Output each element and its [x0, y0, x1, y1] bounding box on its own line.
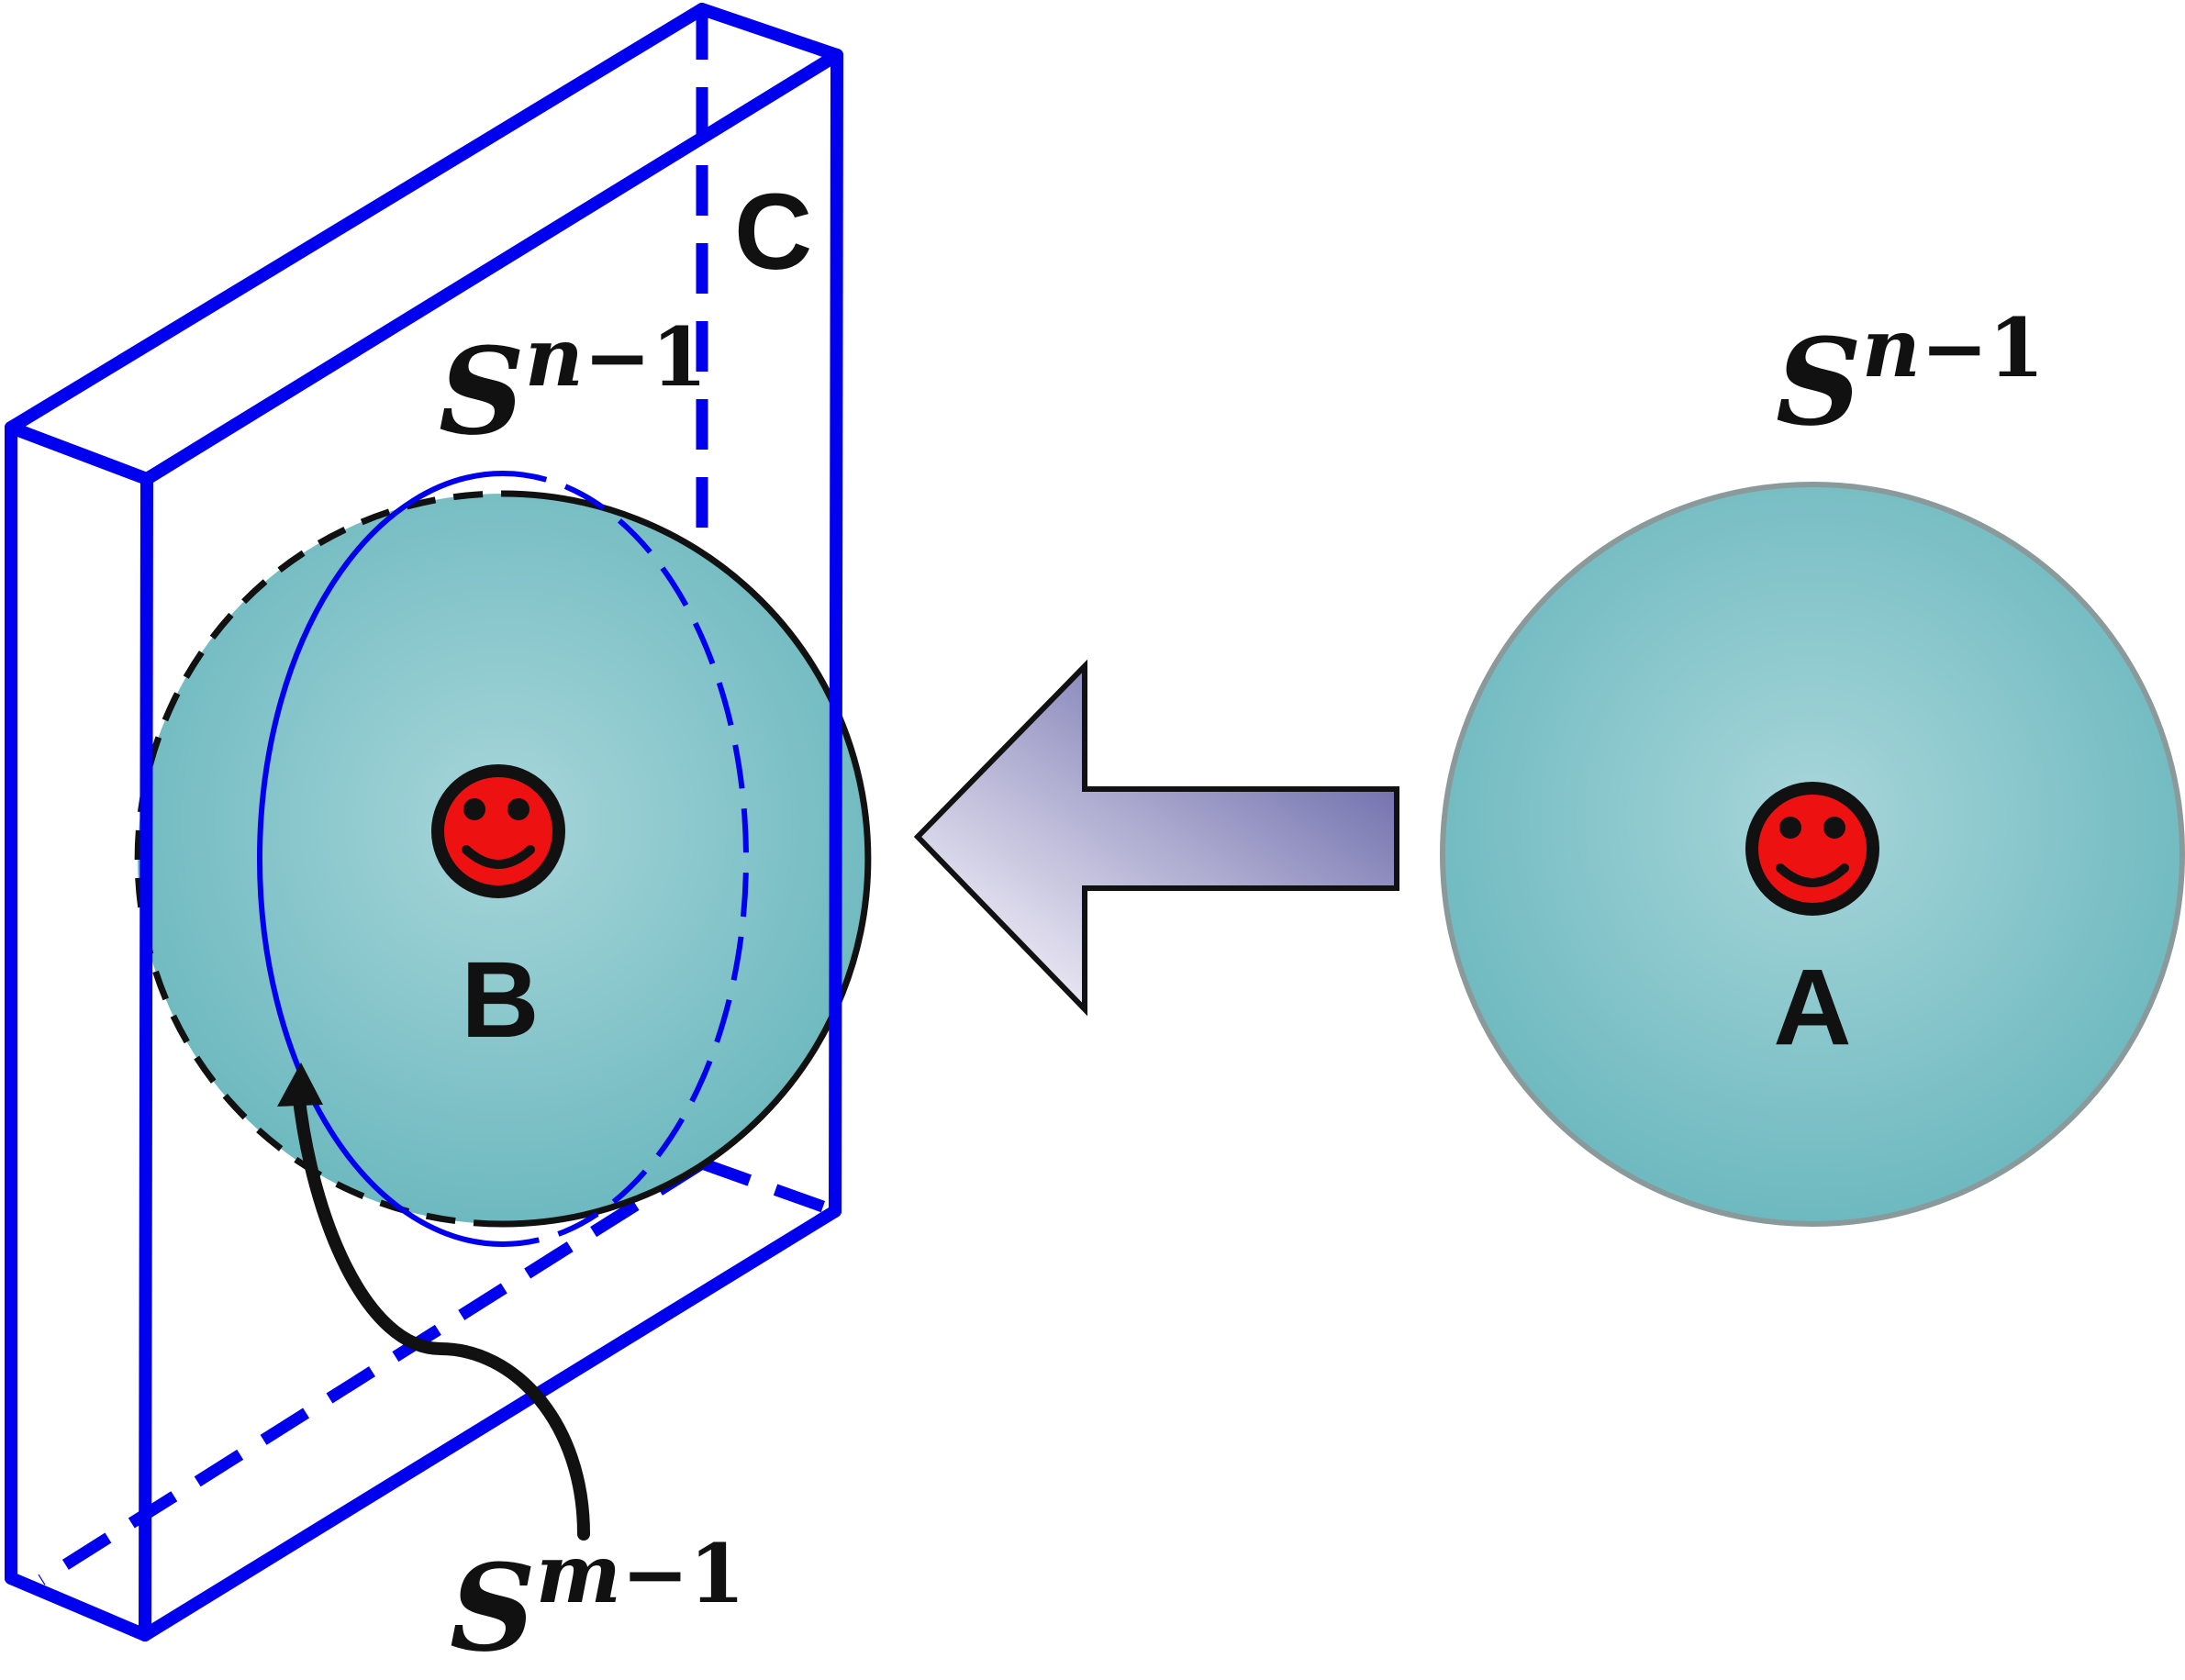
box-c-visible-edges — [5, 3, 843, 1641]
sphere-left-label-base: S — [439, 321, 525, 462]
smiley-eye-right — [1823, 817, 1845, 839]
equator-back — [502, 471, 749, 1247]
box-left-front-vertical — [139, 473, 153, 1641]
sub-sphere-pointer-arrowhead — [277, 1063, 323, 1107]
sub-sphere-pointer — [277, 1063, 590, 1541]
smiley-eye-left — [463, 798, 485, 820]
smiley-mouth — [462, 845, 535, 869]
smiley-eye-left — [1779, 817, 1801, 839]
smiley-face-icon — [1745, 782, 1879, 916]
box-bottom-left-edge — [5, 1572, 151, 1641]
box-top-right-edge — [696, 3, 843, 61]
sphere-left-label-exp-rest: −1 — [584, 309, 708, 405]
sub-sphere-label-base: S — [450, 1538, 536, 1678]
sub-sphere-label-exp-var: m — [536, 1526, 621, 1621]
box-top-left-edge — [5, 421, 153, 485]
sub-sphere-pointer-curve — [292, 1085, 590, 1541]
box-top-back-edge — [5, 3, 708, 434]
box-right-front-vertical — [829, 49, 843, 1218]
left-arrow-icon — [913, 659, 1399, 1017]
box-top-front-edge — [140, 49, 843, 485]
smiley-face-icon — [431, 764, 565, 898]
sphere-right-label-base: S — [1776, 312, 1862, 452]
region-c-label: C — [734, 172, 812, 293]
sphere-left-label: Sn−1 — [439, 309, 708, 462]
sphere-b-outline-front — [502, 490, 872, 1228]
smiley-mouth — [1776, 863, 1849, 887]
box-hidden-bottom-right-edge — [699, 1157, 833, 1216]
sphere-b-outline-back — [134, 490, 504, 1228]
smiley-face-icon — [431, 764, 565, 898]
sub-sphere-label-exp-rest: −1 — [621, 1526, 745, 1621]
region-b-label: B — [461, 940, 539, 1061]
region-a-label: A — [1773, 947, 1851, 1068]
box-bottom-front-edge — [139, 1205, 842, 1641]
sphere-right-label-exp-rest: −1 — [1921, 300, 2045, 395]
equator-front — [257, 471, 504, 1247]
smiley-face-icon — [1745, 782, 1879, 916]
smiley-eye-right — [507, 798, 530, 820]
sphere-right-label-exp-var: n — [1862, 300, 1921, 395]
sub-sphere-label: Sm−1 — [450, 1526, 745, 1678]
sphere-right-label: Sn−1 — [1776, 300, 2045, 452]
sphere-left-label-exp-var: n — [525, 309, 584, 405]
